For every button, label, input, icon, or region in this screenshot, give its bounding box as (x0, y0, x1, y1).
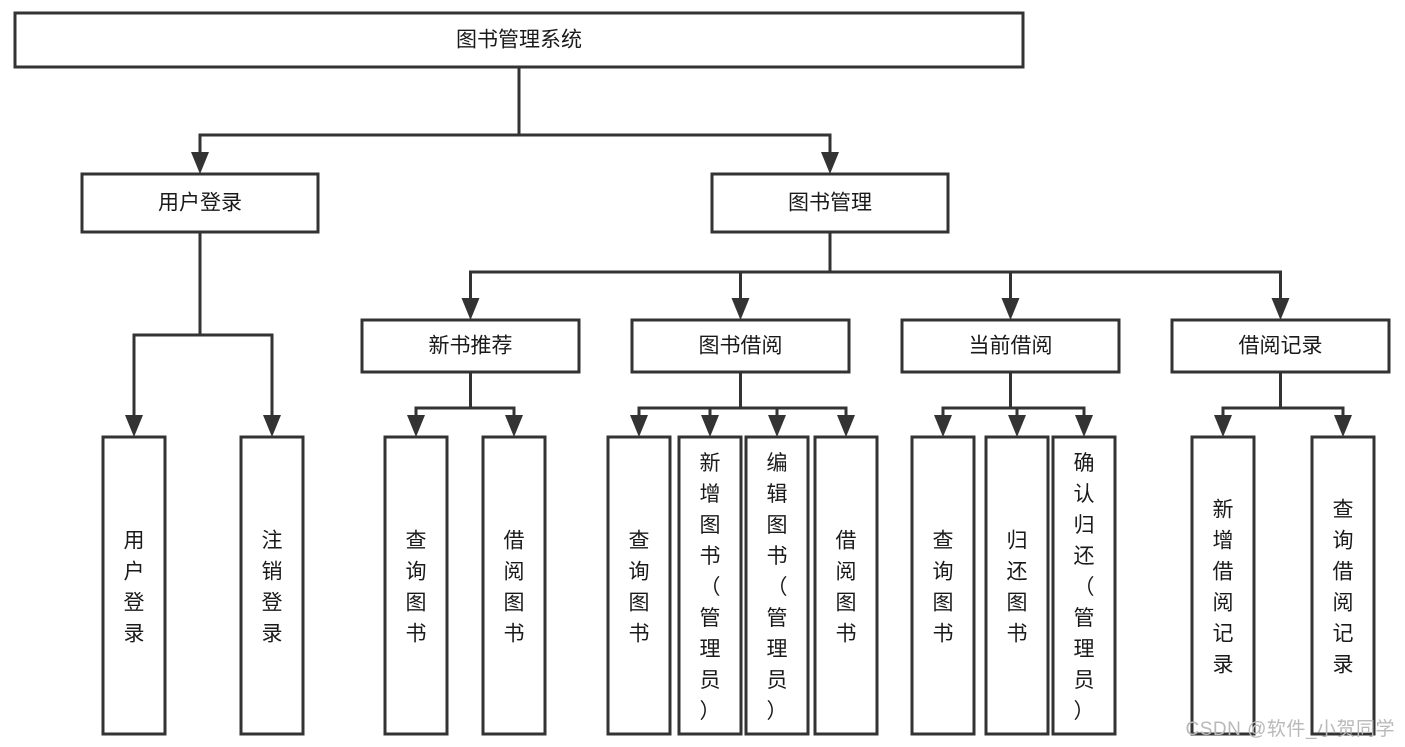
node-box-leaf-user-logout (239, 435, 305, 736)
node-box-book-borrow (630, 318, 851, 374)
node-leaf-user-logout[interactable]: 注销登录 (239, 435, 305, 736)
node-user-login[interactable]: 用户登录 (80, 172, 320, 234)
node-label-leaf-query-book-1: 查询图书 (406, 530, 427, 646)
node-leaf-add-record[interactable]: 新增借阅记录 (1190, 435, 1256, 736)
node-box-leaf-user-login (101, 435, 167, 736)
node-label-book-borrow: 图书借阅 (699, 335, 783, 358)
node-leaf-return-book[interactable]: 归还图书 (984, 435, 1050, 736)
node-book-borrow[interactable]: 图书借阅 (630, 318, 851, 374)
node-label-book-manage: 图书管理 (788, 192, 872, 215)
node-label-leaf-confirm-return: 确认归还（管理员） (1074, 452, 1095, 723)
node-current-borrow[interactable]: 当前借阅 (900, 318, 1121, 374)
node-box-leaf-borrow-book-2 (813, 435, 879, 736)
connectors-layer (125, 65, 1352, 437)
node-label-root: 图书管理系统 (456, 29, 582, 52)
node-label-leaf-query-record: 查询借阅记录 (1333, 499, 1354, 677)
node-box-leaf-confirm-return (1051, 435, 1117, 736)
node-label-leaf-query-book-3: 查询图书 (933, 530, 954, 646)
node-box-leaf-query-record (1310, 435, 1376, 736)
nodes-layer: 图书管理系统用户登录图书管理新书推荐图书借阅当前借阅借阅记录用户登录注销登录查询… (13, 11, 1391, 736)
node-box-leaf-query-book-1 (383, 435, 449, 736)
node-label-leaf-query-book-2: 查询图书 (629, 530, 650, 646)
node-label-leaf-add-book: 新增图书（管理员） (700, 452, 721, 723)
node-label-leaf-add-record: 新增借阅记录 (1213, 499, 1234, 677)
node-label-user-login: 用户登录 (158, 192, 242, 215)
node-label-leaf-user-login: 用户登录 (124, 530, 145, 646)
node-label-leaf-borrow-book-2: 借阅图书 (836, 530, 857, 646)
node-box-leaf-borrow-book-1 (481, 435, 547, 736)
node-box-borrow-record (1170, 318, 1391, 374)
node-leaf-query-record[interactable]: 查询借阅记录 (1310, 435, 1376, 736)
node-box-current-borrow (900, 318, 1121, 374)
node-box-leaf-query-book-3 (910, 435, 976, 736)
node-leaf-add-book[interactable]: 新增图书（管理员） (677, 435, 743, 736)
node-leaf-query-book-3[interactable]: 查询图书 (910, 435, 976, 736)
node-leaf-query-book-2[interactable]: 查询图书 (606, 435, 672, 736)
node-box-user-login (80, 172, 320, 234)
node-label-leaf-return-book: 归还图书 (1007, 530, 1028, 646)
node-leaf-borrow-book-2[interactable]: 借阅图书 (813, 435, 879, 736)
node-label-leaf-user-logout: 注销登录 (262, 530, 283, 646)
node-borrow-record[interactable]: 借阅记录 (1170, 318, 1391, 374)
node-label-current-borrow: 当前借阅 (969, 335, 1053, 358)
node-leaf-borrow-book-1[interactable]: 借阅图书 (481, 435, 547, 736)
node-label-leaf-borrow-book-1: 借阅图书 (504, 530, 525, 646)
node-leaf-confirm-return[interactable]: 确认归还（管理员） (1051, 435, 1117, 736)
node-label-borrow-record: 借阅记录 (1239, 335, 1323, 358)
node-box-leaf-query-book-2 (606, 435, 672, 736)
node-new-book-rec[interactable]: 新书推荐 (360, 318, 581, 374)
node-box-root (13, 11, 1025, 69)
node-box-leaf-edit-book (744, 435, 810, 736)
node-root[interactable]: 图书管理系统 (13, 11, 1025, 69)
node-box-leaf-add-book (677, 435, 743, 736)
node-book-manage[interactable]: 图书管理 (710, 172, 950, 234)
node-box-book-manage (710, 172, 950, 234)
node-box-leaf-add-record (1190, 435, 1256, 736)
node-label-leaf-edit-book: 编辑图书（管理员） (767, 452, 788, 723)
node-box-leaf-return-book (984, 435, 1050, 736)
node-leaf-user-login[interactable]: 用户登录 (101, 435, 167, 736)
node-box-new-book-rec (360, 318, 581, 374)
node-leaf-query-book-1[interactable]: 查询图书 (383, 435, 449, 736)
node-label-new-book-rec: 新书推荐 (429, 335, 513, 358)
node-leaf-edit-book[interactable]: 编辑图书（管理员） (744, 435, 810, 736)
